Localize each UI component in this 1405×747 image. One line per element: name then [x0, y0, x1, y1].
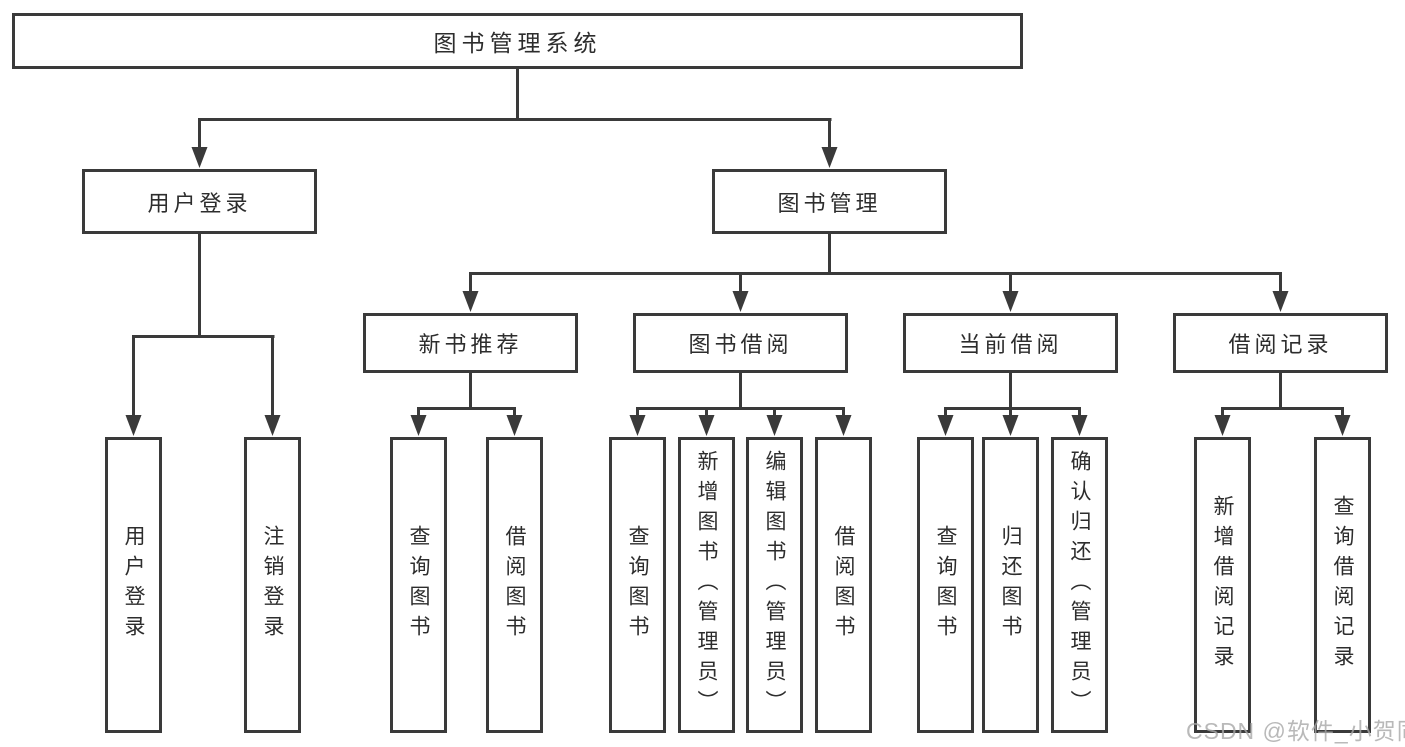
node-label: 归还图书: [999, 525, 1023, 645]
connector-current-children: [937, 372, 1088, 436]
node-label: 当前借阅: [958, 332, 1063, 357]
watermark: CSDN @软件_小贺同学: [1186, 718, 1405, 744]
node-label: 新增图书（管理员）: [695, 450, 719, 720]
node-book-management: 图书管理: [712, 169, 947, 234]
node-label: 图书管理系统: [433, 30, 602, 56]
node-borrowing-records: 借阅记录: [1173, 313, 1388, 373]
node-label: 查询借阅记录: [1331, 495, 1355, 675]
leaf-query-books-borrow: 查询图书: [609, 437, 666, 733]
node-label: 用户登录: [122, 525, 146, 645]
node-book-borrowing: 图书借阅: [633, 313, 848, 373]
connector-user-login-children: [125, 233, 281, 436]
leaf-add-book-admin: 新增图书（管理员）: [678, 437, 735, 733]
node-label: 借阅图书: [503, 525, 527, 645]
node-label: 查询图书: [407, 525, 431, 645]
leaf-logout: 注销登录: [244, 437, 301, 733]
node-label: 注销登录: [261, 525, 285, 645]
connector-borrow-children: [629, 372, 852, 436]
leaf-add-borrow-record: 新增借阅记录: [1194, 437, 1251, 733]
node-label: 用户登录: [147, 190, 252, 216]
leaf-query-books-recommend: 查询图书: [390, 437, 447, 733]
node-label: 借阅记录: [1228, 332, 1333, 357]
node-label: 新书推荐: [418, 332, 523, 357]
connector-records-children: [1214, 372, 1351, 436]
node-user-login: 用户登录: [82, 169, 317, 234]
node-library-management-system: 图书管理系统: [12, 13, 1023, 69]
node-label: 新增借阅记录: [1211, 495, 1235, 675]
leaf-borrow-books: 借阅图书: [815, 437, 872, 733]
leaf-edit-book-admin: 编辑图书（管理员）: [746, 437, 803, 733]
leaf-borrow-books-recommend: 借阅图书: [486, 437, 543, 733]
node-label: 借阅图书: [832, 525, 856, 645]
node-label: 图书借阅: [688, 332, 793, 357]
connector-root-to-level2: [191, 68, 838, 168]
leaf-query-borrow-record: 查询借阅记录: [1314, 437, 1371, 733]
leaf-query-books-current: 查询图书: [917, 437, 974, 733]
node-label: 编辑图书（管理员）: [763, 450, 787, 720]
node-label: 确认归还（管理员）: [1068, 450, 1092, 720]
leaf-confirm-return-admin: 确认归还（管理员）: [1051, 437, 1108, 733]
node-new-book-recommend: 新书推荐: [363, 313, 578, 373]
node-label: 图书管理: [777, 190, 882, 216]
node-label: 查询图书: [934, 525, 958, 645]
node-current-borrowing: 当前借阅: [903, 313, 1118, 373]
connector-new-book-children: [410, 372, 523, 436]
leaf-user-login: 用户登录: [105, 437, 162, 733]
node-label: 查询图书: [626, 525, 650, 645]
connector-book-mgmt-children: [462, 233, 1289, 312]
leaf-return-books: 归还图书: [982, 437, 1039, 733]
